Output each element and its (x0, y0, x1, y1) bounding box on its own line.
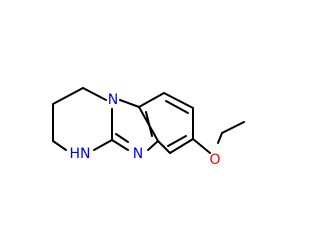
bond-ch2-to-ch3 (221, 121, 245, 134)
bond-o-to-ch2 (217, 132, 223, 144)
bond-n-bridge-to-c-aromatic (119, 99, 140, 108)
molecule-structure-diagram: HN N N O (52, 87, 245, 168)
bond-benzene-b-inner (165, 100, 189, 114)
atom-label-nh: HN (70, 146, 91, 162)
bond-benzene-b (163, 92, 194, 109)
bond-lines (52, 87, 245, 154)
bond-n-bridge-to-c-upper (82, 87, 107, 101)
bond-c-amidine-to-n-imine-double (115, 133, 129, 143)
bond-c-upper-to-c-left-top (52, 87, 84, 105)
bond-c-aromatic-to-o (192, 138, 211, 154)
bond-c-left-bottom-to-nh (52, 140, 67, 151)
bond-benzene-a (138, 92, 165, 108)
bond-benzene-e (157, 140, 171, 154)
atom-labels: HN N N O (70, 92, 221, 168)
bond-c-amidine-to-n-imine (111, 139, 129, 151)
bond-benzene-f-inner (145, 111, 153, 137)
atom-label-n-bridge: N (108, 92, 118, 108)
atom-label-o-ether: O (209, 152, 220, 168)
bond-n-imine-to-c-aromatic (147, 140, 159, 151)
atom-label-n-imine: N (133, 146, 143, 162)
bond-nh-to-c-amidine (93, 139, 113, 151)
bond-benzene-d (169, 138, 194, 154)
bond-benzene-d-inner (167, 135, 187, 147)
